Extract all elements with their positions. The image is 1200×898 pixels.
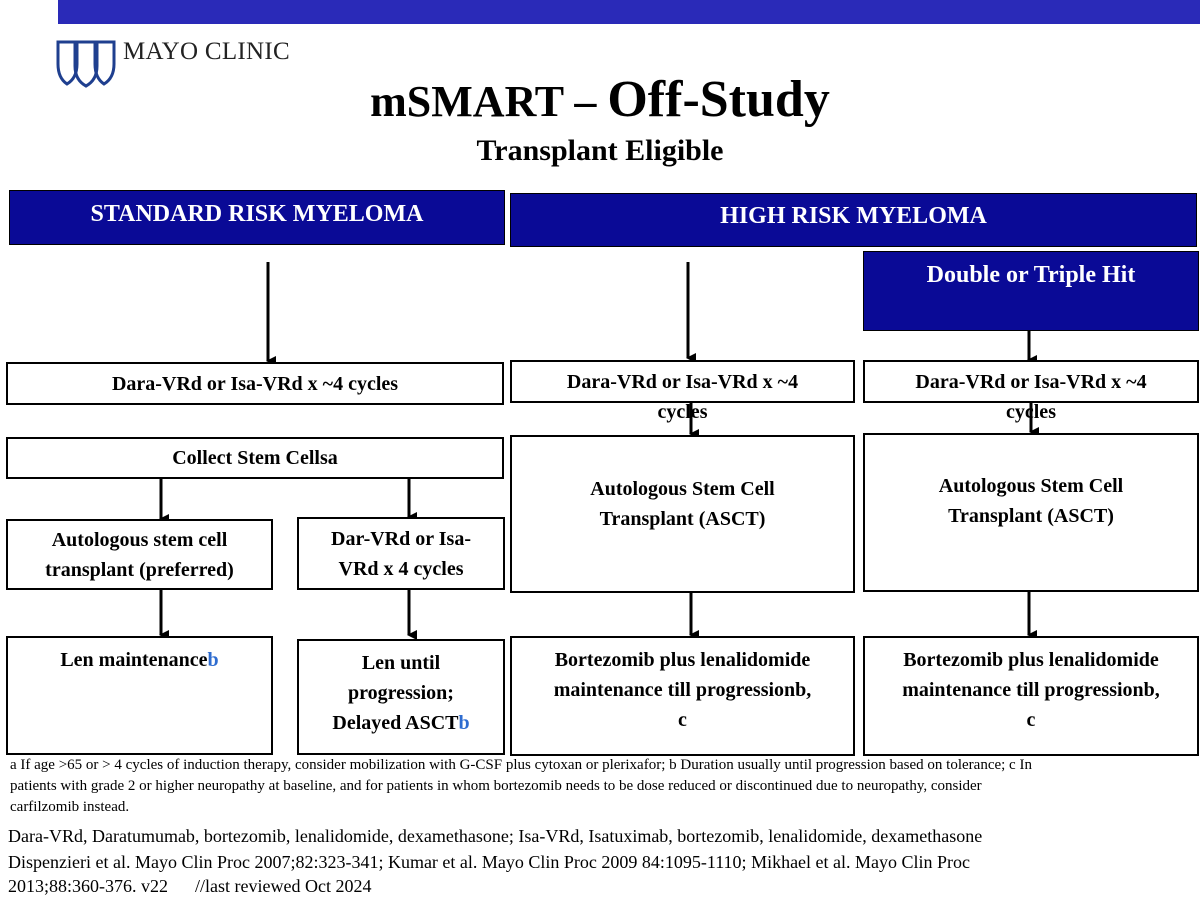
double-maint-line3: c <box>1026 709 1036 731</box>
title-main: Off-Study <box>607 71 830 128</box>
double-triple-hit-label: Double or Triple Hit <box>926 262 1136 288</box>
high-induction-line1: Dara-VRd or Isa-VRd x ~4 <box>566 371 799 393</box>
mayo-shield-icon <box>56 40 116 88</box>
footnote-marker-b2: b <box>458 712 470 734</box>
standard-induction-box: Dara-VRd or Isa-VRd x ~4 cycles <box>6 362 504 405</box>
page-subtitle: Transplant Eligible <box>476 134 724 167</box>
double-asct-box: Autologous Stem Cell Transplant (ASCT) <box>863 433 1199 592</box>
len-until-line1: Len until <box>361 652 441 674</box>
len-until-progression-box: Len until progression; Delayed ASCTb <box>297 639 505 755</box>
standard-asct-box: Autologous stem cell transplant (preferr… <box>6 519 273 590</box>
high-asct-line1: Autologous Stem Cell <box>590 478 775 500</box>
logo-text: MAYO CLINIC <box>123 38 290 65</box>
double-maint-line2: maintenance till progressionb, <box>902 679 1160 701</box>
high-risk-header-label: HIGH RISK MYELOMA <box>720 203 987 229</box>
len-maintenance-label: Len maintenance <box>60 649 208 671</box>
high-asct-box: Autologous Stem Cell Transplant (ASCT) <box>510 435 855 593</box>
double-asct-line1: Autologous Stem Cell <box>938 475 1124 497</box>
double-induction-box: Dara-VRd or Isa-VRd x ~4 cycles <box>863 360 1199 423</box>
high-maint-line3: c <box>678 709 687 731</box>
collect-stem-cells-text: Collect Stem Cellsa <box>172 447 338 469</box>
standard-induction-text: Dara-VRd or Isa-VRd x ~4 cycles <box>111 373 399 395</box>
footnotes: a If age >65 or > 4 cycles of induction … <box>10 755 1198 818</box>
standard-asct-line2: transplant (preferred) <box>45 558 234 581</box>
double-maintenance-box: Bortezomib plus lenalidomide maintenance… <box>863 636 1199 756</box>
footnote-line2: patients with grade 2 or higher neuropat… <box>10 778 982 794</box>
high-maint-line2: maintenance till progressionb, <box>553 679 812 701</box>
reference-line2: 2013;88:360-376. v22 //last reviewed Oct… <box>8 876 372 896</box>
footnote-line1: a If age >65 or > 4 cycles of induction … <box>10 757 1032 773</box>
double-induction-line1: Dara-VRd or Isa-VRd x ~4 <box>915 371 1147 393</box>
len-maintenance-box: Len maintenanceb <box>6 636 273 755</box>
standard-risk-header: STANDARD RISK MYELOMA <box>9 190 505 245</box>
double-asct-line2: Transplant (ASCT) <box>948 505 1114 527</box>
standard-asct-line1: Autologous stem cell <box>51 528 228 551</box>
high-maint-line1: Bortezomib plus lenalidomide <box>554 649 811 671</box>
double-induction-line2: cycles <box>1006 401 1056 423</box>
mayo-clinic-logo: MAYO CLINIC <box>55 38 295 90</box>
alt-induction-box: Dar-VRd or Isa- VRd x 4 cycles <box>297 517 505 590</box>
footnote-marker-b: b <box>207 649 219 671</box>
high-induction-box: Dara-VRd or Isa-VRd x ~4 cycles <box>510 360 855 423</box>
standard-risk-header-label: STANDARD RISK MYELOMA <box>90 201 424 227</box>
alt-induction-line2: VRd x 4 cycles <box>338 557 464 580</box>
reference-line1: Dispenzieri et al. Mayo Clin Proc 2007;8… <box>8 852 971 872</box>
footnote-line3: carfilzomib instead. <box>10 799 130 815</box>
high-asct-line2: Transplant (ASCT) <box>599 508 766 530</box>
title-prefix: mSMART – <box>370 77 608 126</box>
high-induction-line2: cycles <box>657 401 708 423</box>
alt-induction-line1: Dar-VRd or Isa- <box>331 527 471 550</box>
collect-stem-cells-box: Collect Stem Cellsa <box>6 437 504 479</box>
len-until-line3-label: Delayed ASCT <box>332 712 459 734</box>
top-banner-bar <box>58 0 1200 24</box>
high-maintenance-box: Bortezomib plus lenalidomide maintenance… <box>510 636 855 756</box>
double-maint-line1: Bortezomib plus lenalidomide <box>903 649 1159 671</box>
len-until-line2: progression; <box>348 682 454 704</box>
references: Dispenzieri et al. Mayo Clin Proc 2007;8… <box>8 850 1198 898</box>
double-triple-hit-header: Double or Triple Hit <box>863 251 1199 331</box>
len-until-line3: Delayed ASCTb <box>299 708 503 738</box>
page-title: mSMART – Off-Study <box>0 74 1200 126</box>
abbreviations: Dara-VRd, Daratumumab, bortezomib, lenal… <box>8 826 983 846</box>
len-maintenance-text: Len maintenanceb <box>60 645 218 753</box>
high-risk-header: HIGH RISK MYELOMA <box>510 193 1197 247</box>
